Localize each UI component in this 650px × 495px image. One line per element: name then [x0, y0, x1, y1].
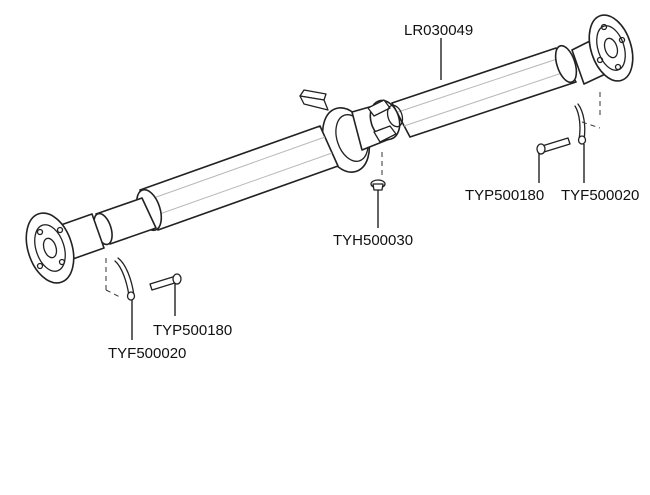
- rear-pin: [536, 137, 571, 155]
- label-front-clip: TYF500020: [108, 345, 186, 362]
- front-clip: [105, 257, 136, 301]
- label-center-bearing-bolt: TYH500030: [333, 232, 413, 249]
- label-rear-clip: TYF500020: [561, 187, 639, 204]
- label-front-pin: TYP500180: [153, 322, 232, 339]
- label-rear-pin: TYP500180: [465, 187, 544, 204]
- front-shaft-tube: [93, 125, 339, 246]
- label-shaft-assembly: LR030049: [404, 22, 473, 39]
- front-pin: [149, 273, 182, 291]
- center-bearing-bolt: [370, 152, 386, 191]
- front-flange-coupling: [25, 212, 105, 284]
- rear-flange-coupling: [571, 14, 634, 85]
- rear-clip: [574, 92, 601, 145]
- rear-shaft-tube: [391, 44, 578, 138]
